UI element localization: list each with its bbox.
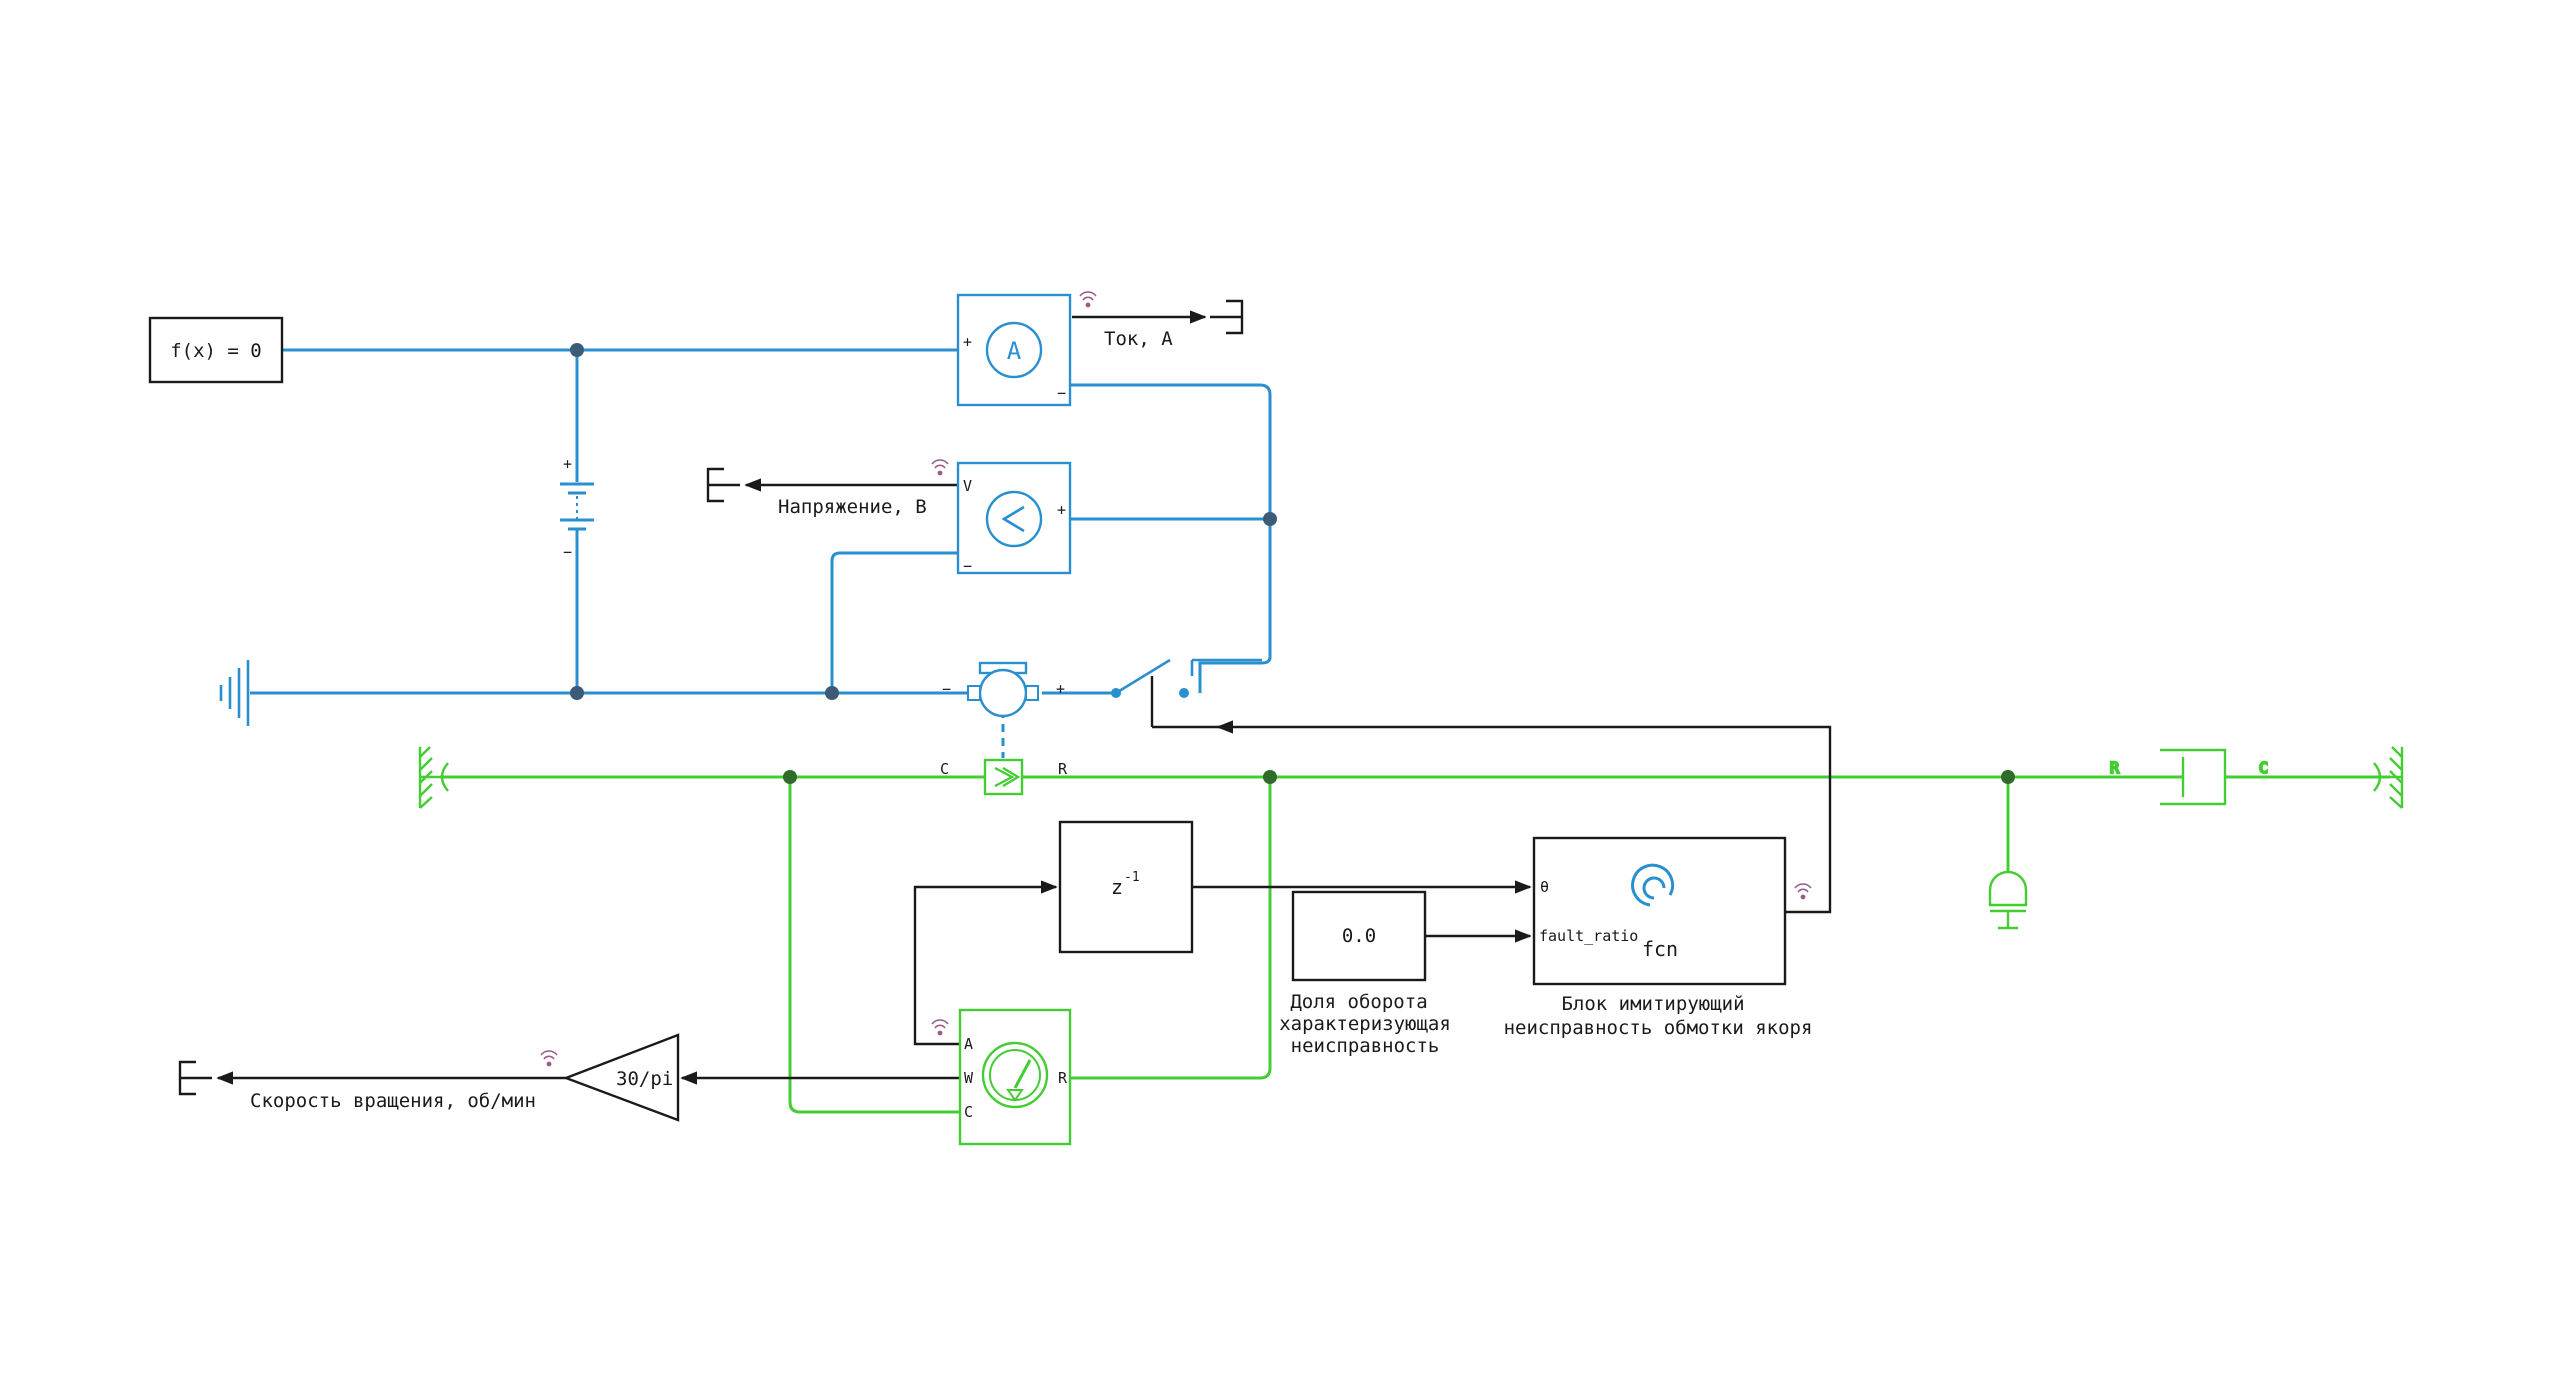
motion-port-r: R xyxy=(1058,1069,1068,1087)
wire-ammeter-minus xyxy=(1070,383,1272,693)
gain-label: 30/pi xyxy=(616,1068,673,1090)
wire-voltmeter-minus xyxy=(830,551,958,693)
solver-block[interactable]: f(x) = 0 xyxy=(148,316,284,384)
electrical-ground-icon[interactable] xyxy=(219,660,250,726)
node-mech-left xyxy=(783,770,797,784)
mechanical-reference-right-icon[interactable] xyxy=(2373,746,2404,809)
dc-motor-block[interactable]: − + xyxy=(942,661,1065,718)
signal-wires xyxy=(216,310,1832,1085)
voltmeter-icon xyxy=(1001,505,1025,533)
motion-port-w: W xyxy=(964,1069,974,1087)
motor-shaft-sensor[interactable]: C R xyxy=(940,758,1068,796)
voltmeter-block[interactable]: V + − xyxy=(931,459,1072,575)
fault-fraction-label-2: характеризующая xyxy=(1279,1013,1451,1035)
fault-fraction-label-1: Доля оборота xyxy=(1290,991,1427,1013)
motion-port-a: A xyxy=(964,1035,973,1053)
node-mech-inertia xyxy=(2001,770,2015,784)
constant-block[interactable]: 0.0 xyxy=(1291,890,1427,982)
solver-label: f(x) = 0 xyxy=(170,340,262,362)
fault-block-label-2: неисправность обмотки якоря xyxy=(1504,1017,1813,1039)
rotational-damper-block[interactable]: R C xyxy=(2109,748,2269,806)
wire-sensor-c xyxy=(788,777,960,1114)
voltmeter-log-icon xyxy=(931,459,949,476)
voltage-label: Напряжение, В xyxy=(778,496,927,518)
delay-label: z xyxy=(1111,875,1123,899)
motion-sensor-block[interactable]: A W C R xyxy=(931,1008,1072,1146)
junction-nodes xyxy=(570,343,2015,784)
mechanical-reference-left-icon[interactable] xyxy=(418,746,450,809)
speed-terminator-icon[interactable] xyxy=(178,1060,212,1096)
sensor-port-c: C xyxy=(940,760,949,778)
ammeter-log-icon xyxy=(1079,291,1097,308)
damper-port-c: C xyxy=(2259,759,2268,777)
fcn-label: fcn xyxy=(1642,937,1678,961)
switch-block[interactable] xyxy=(1111,658,1262,698)
sensor-port-r: R xyxy=(1058,760,1068,778)
fault-block-label-1: Блок имитирующий xyxy=(1561,993,1744,1015)
fault-fraction-label-3: неисправность xyxy=(1291,1035,1440,1057)
node-top-rail xyxy=(570,343,584,357)
ammeter-port-plus: + xyxy=(963,333,972,351)
gain-block[interactable]: 30/pi xyxy=(540,1033,680,1122)
ammeter-port-minus: − xyxy=(1057,384,1066,402)
electrical-wires xyxy=(250,348,1272,758)
ammeter-block[interactable]: A + − xyxy=(956,291,1097,407)
fcn-port-theta: θ xyxy=(1540,878,1549,896)
node-mech-sensor xyxy=(1263,770,1277,784)
mechanical-wires xyxy=(440,775,2390,1114)
node-ground-battery xyxy=(570,686,584,700)
voltmeter-port-minus: − xyxy=(963,557,972,575)
battery-block[interactable]: + − xyxy=(560,455,594,561)
node-voltmeter-plus xyxy=(1263,512,1277,526)
motor-port-plus: + xyxy=(1056,680,1065,698)
voltage-terminator-icon[interactable] xyxy=(706,467,740,503)
battery-plus: + xyxy=(563,455,572,473)
unit-delay-block[interactable]: z -1 xyxy=(1058,820,1194,954)
gain-log-icon xyxy=(540,1050,558,1067)
fault-fcn-block[interactable]: θ fault_ratio fcn xyxy=(1532,836,1812,986)
damper-port-r: R xyxy=(2110,759,2120,777)
speed-label: Скорость вращения, об/мин xyxy=(250,1090,536,1112)
inertia-block[interactable] xyxy=(1988,870,2028,930)
wire-angle-delay xyxy=(913,880,1058,1046)
current-terminator-icon[interactable] xyxy=(1210,299,1244,335)
battery-minus: − xyxy=(563,543,572,561)
ammeter-symbol: A xyxy=(1007,337,1022,365)
fcn-logo-icon xyxy=(1631,863,1675,907)
node-ground-voltmeter xyxy=(825,686,839,700)
voltmeter-port-plus: + xyxy=(1057,501,1066,519)
wire-fcn-feedback xyxy=(1216,720,1832,914)
fcn-port-fault: fault_ratio xyxy=(1539,927,1638,945)
motor-port-minus: − xyxy=(942,680,951,698)
delay-exponent: -1 xyxy=(1124,870,1140,885)
current-label: Ток, А xyxy=(1104,328,1173,350)
wire-sensor-r xyxy=(1070,777,1272,1080)
motion-port-c: C xyxy=(964,1103,973,1121)
fcn-log-icon xyxy=(1794,883,1812,900)
motion-log-icon xyxy=(931,1019,949,1036)
voltmeter-port-v: V xyxy=(963,477,972,495)
constant-value: 0.0 xyxy=(1342,925,1376,947)
